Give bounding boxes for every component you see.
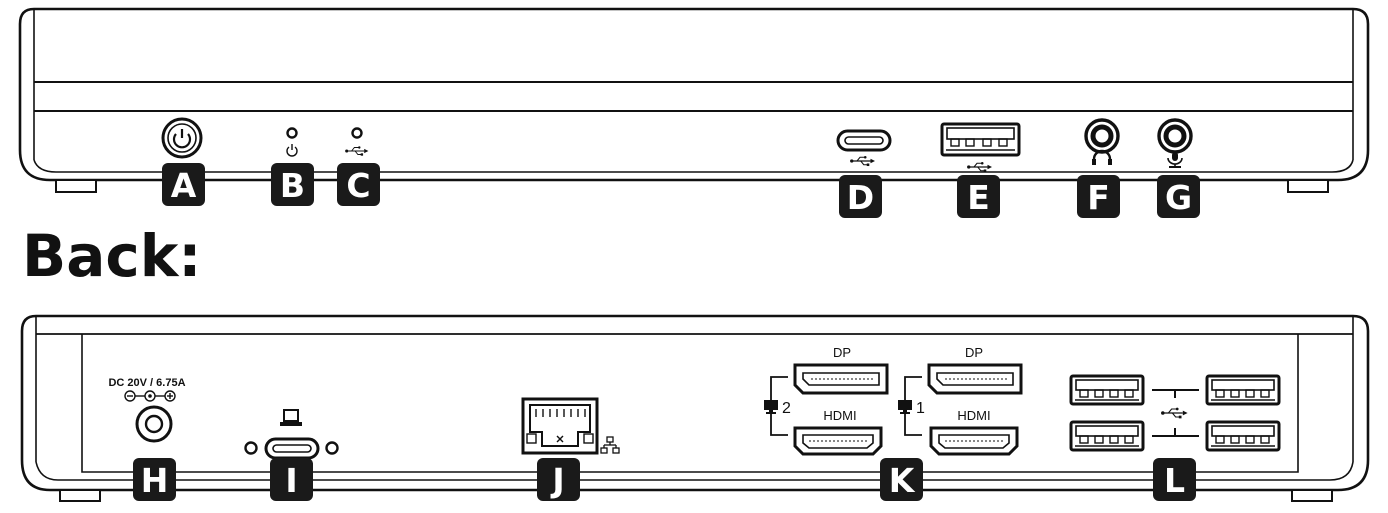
host-usb-c-port[interactable] xyxy=(244,409,339,460)
front-right-foot xyxy=(1287,179,1329,193)
callout-i: I xyxy=(270,458,313,501)
back-left-foot xyxy=(59,489,101,502)
callout-c: C xyxy=(337,163,380,206)
usb-a-port-2[interactable] xyxy=(1069,420,1145,452)
callout-l: L xyxy=(1153,458,1196,501)
microphone-jack[interactable] xyxy=(1157,118,1193,168)
callout-h: H xyxy=(133,458,176,501)
usb-a-ports xyxy=(1069,374,1281,452)
callout-letter: F xyxy=(1087,178,1110,217)
usb-led xyxy=(344,127,369,157)
section-back-title: Back: xyxy=(22,222,202,290)
callout-d: D xyxy=(839,175,882,218)
dc-rating-label: DC 20V / 6.75A xyxy=(108,377,185,389)
callout-letter: E xyxy=(967,178,990,217)
callout-b: B xyxy=(271,163,314,206)
callout-letter: H xyxy=(141,461,169,500)
callout-letter: B xyxy=(280,166,305,205)
ethernet-port[interactable] xyxy=(521,397,620,455)
power-led xyxy=(286,127,298,157)
front-left-foot xyxy=(55,179,97,193)
dc-polarity-icon xyxy=(124,390,176,402)
callout-j: J xyxy=(537,458,580,501)
dp-1-label: DP xyxy=(965,345,983,360)
microphone-icon xyxy=(1167,152,1183,168)
usb-a-port[interactable] xyxy=(940,122,1021,173)
back-panel: DC 20V / 6.75A xyxy=(20,314,1370,502)
back-right-foot xyxy=(1291,489,1333,502)
callout-letter: A xyxy=(171,166,197,205)
callout-letter: K xyxy=(889,461,916,500)
hdmi-1-label: HDMI xyxy=(957,408,990,423)
callout-e: E xyxy=(957,175,1000,218)
power-icon xyxy=(286,144,298,157)
laptop-icon xyxy=(280,409,302,426)
callout-letter: D xyxy=(847,178,874,217)
hdmi-1[interactable] xyxy=(929,426,1019,456)
hdmi-2[interactable] xyxy=(793,426,883,456)
headphone-jack[interactable] xyxy=(1084,118,1120,165)
dp-2-label: DP xyxy=(833,345,851,360)
callout-letter: G xyxy=(1165,178,1192,217)
power-button[interactable] xyxy=(161,117,203,159)
monitor-1-label: 1 xyxy=(916,400,925,417)
callout-letter: I xyxy=(285,461,297,500)
usb-a-port-4[interactable] xyxy=(1205,420,1281,452)
displayport-2[interactable] xyxy=(793,363,889,395)
callout-letter: J xyxy=(550,461,564,500)
usb-c-port[interactable] xyxy=(836,129,892,167)
displayport-1[interactable] xyxy=(927,363,1023,395)
callout-a: A xyxy=(162,163,205,206)
front-panel xyxy=(18,7,1370,193)
network-icon xyxy=(600,436,620,454)
hdmi-2-label: HDMI xyxy=(823,408,856,423)
usb-a-port-3[interactable] xyxy=(1205,374,1281,406)
callout-letter: C xyxy=(346,166,370,205)
callout-f: F xyxy=(1077,175,1120,218)
dc-input[interactable]: DC 20V / 6.75A xyxy=(108,377,186,443)
callout-g: G xyxy=(1157,175,1200,218)
monitor-2-label: 2 xyxy=(782,400,791,417)
video-outputs: DP HDMI 2 DP HDMI 1 xyxy=(764,345,1023,456)
power-icon xyxy=(172,129,192,149)
usb-a-port-1[interactable] xyxy=(1069,374,1145,406)
headphone-icon xyxy=(1092,149,1112,165)
callout-letter: L xyxy=(1164,461,1185,500)
callout-k: K xyxy=(880,458,923,501)
